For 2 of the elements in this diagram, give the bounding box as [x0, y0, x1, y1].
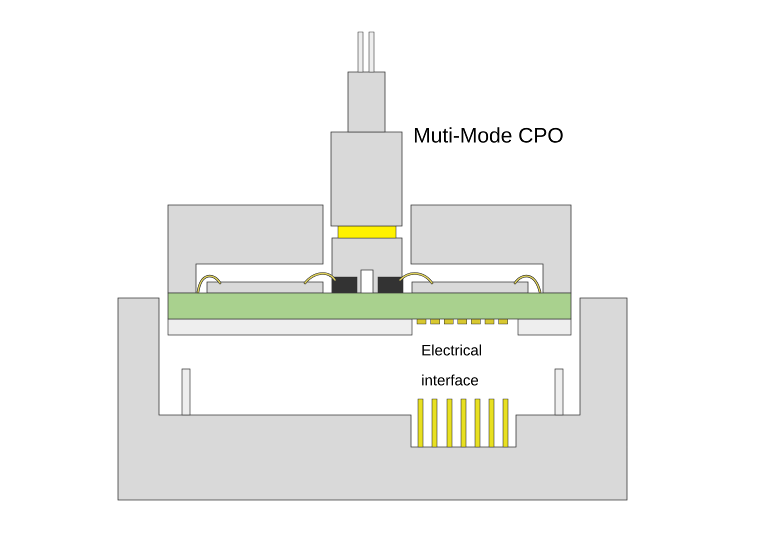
label-text: Electrical interface: [422, 344, 482, 386]
label-text: Muti-Mode CPO: [414, 127, 563, 143]
